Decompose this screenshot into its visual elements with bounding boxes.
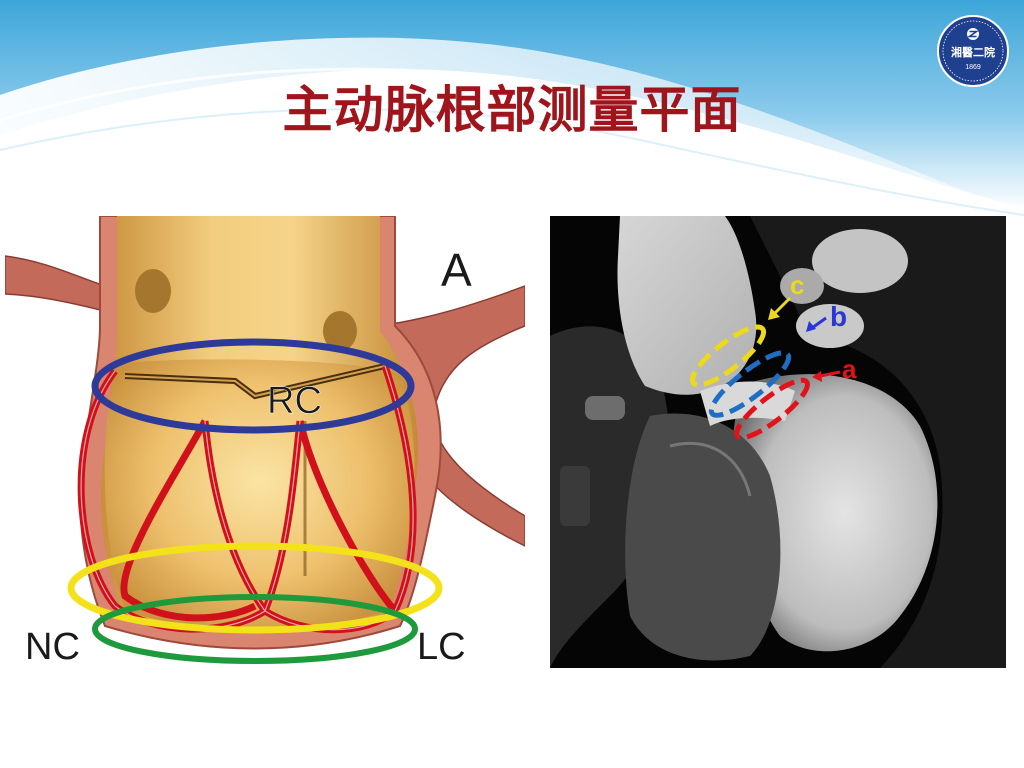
right-coronary-ostium	[323, 311, 357, 351]
label-nc: NC	[25, 626, 80, 668]
ct-label-a: a	[842, 354, 857, 384]
ct-left-ventricle	[730, 374, 938, 652]
institution-logo: 湘醫二院 1869	[937, 15, 1009, 87]
ct-pulmonary-artery	[812, 229, 908, 293]
arrow-b-icon	[806, 316, 827, 332]
panel-label: A	[441, 244, 472, 296]
ct-plane-a	[734, 377, 810, 441]
ct-image: c b a	[550, 216, 1006, 668]
logo-year: 1869	[965, 64, 981, 71]
aortic-sinus	[104, 359, 415, 630]
ct-ascending-aorta	[617, 216, 757, 395]
aortic-root-diagram: A RC NC LC	[5, 216, 525, 668]
label-rc: RC	[267, 380, 322, 422]
logo-text: 湘醫二院	[951, 45, 995, 59]
arrow-c-icon	[768, 296, 792, 320]
emblem-icon	[967, 30, 979, 38]
arrow-a-icon	[812, 370, 841, 382]
ct-left-atrium	[796, 304, 864, 348]
slide-title: 主动脉根部测量平面	[282, 81, 742, 139]
sinotubular-junction-ring	[91, 338, 415, 434]
ct-plane-b	[708, 350, 792, 418]
header-background	[0, 0, 1024, 230]
ct-plane-c	[689, 324, 767, 388]
yellow-annulus-ring	[67, 542, 443, 634]
label-lc: LC	[417, 626, 466, 668]
left-coronary-ostium	[135, 269, 171, 313]
green-annulus-ring	[92, 594, 418, 664]
ct-label-c: c	[790, 270, 804, 300]
ct-label-b: b	[830, 301, 847, 332]
